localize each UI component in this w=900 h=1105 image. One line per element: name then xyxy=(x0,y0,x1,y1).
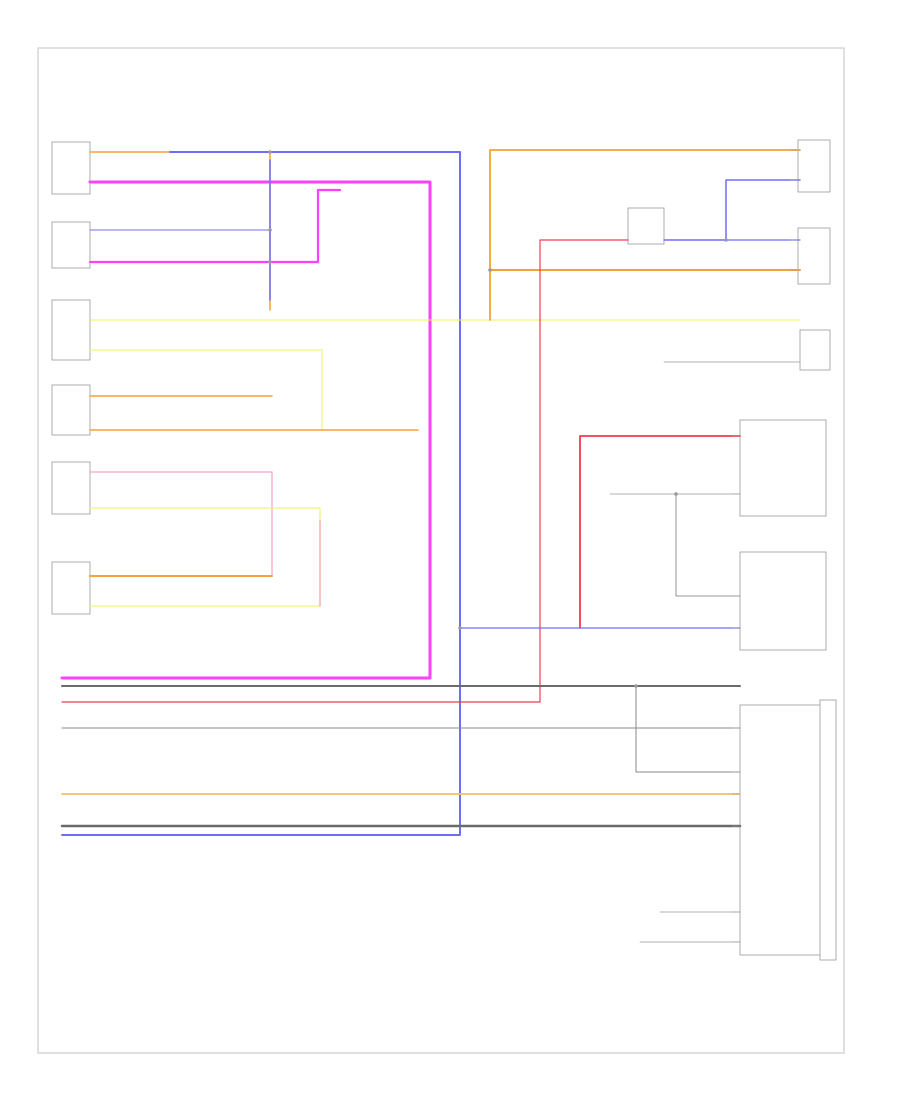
component-right-3 xyxy=(799,329,831,371)
wire-pink-2 xyxy=(60,180,432,680)
left-connectors xyxy=(51,141,91,615)
component-right-1 xyxy=(797,139,831,193)
connector-left-2 xyxy=(51,221,91,269)
wire-grey-c5 xyxy=(675,493,741,597)
component-right-4 xyxy=(739,419,827,517)
wire-yellow-6 xyxy=(89,349,323,431)
splice-dot xyxy=(634,684,638,688)
connector-left-6 xyxy=(51,561,91,615)
component-right-2 xyxy=(797,227,831,285)
component-right-5 xyxy=(739,551,827,651)
splice-dot xyxy=(674,492,678,496)
right-components xyxy=(627,139,837,961)
component-center-relay xyxy=(627,207,665,245)
wire-magenta-4 xyxy=(88,188,342,264)
component-right-6-edge xyxy=(819,699,837,961)
wire-violet-right-top xyxy=(663,179,801,241)
wire-red-component xyxy=(579,435,741,629)
diagram-frame xyxy=(37,47,845,1054)
wire-red-relay xyxy=(61,239,629,703)
wire-violet-top xyxy=(61,151,461,836)
pin-ticks xyxy=(732,149,798,943)
splice-dot xyxy=(268,260,272,264)
splice-dot xyxy=(724,238,728,242)
wire-grey-branch xyxy=(635,685,741,773)
connector-left-4 xyxy=(51,384,91,436)
splice-dot xyxy=(268,228,272,232)
connector-left-1 xyxy=(51,141,91,195)
splice-dot xyxy=(268,150,272,154)
wire-orange-right-top xyxy=(489,149,801,321)
splice-points xyxy=(268,150,728,688)
component-right-6 xyxy=(739,704,833,956)
splice-dot xyxy=(458,626,462,630)
connector-left-5 xyxy=(51,461,91,515)
splice-dot xyxy=(488,268,492,272)
wire-pink-9 xyxy=(89,471,273,577)
connector-left-3 xyxy=(51,299,91,361)
